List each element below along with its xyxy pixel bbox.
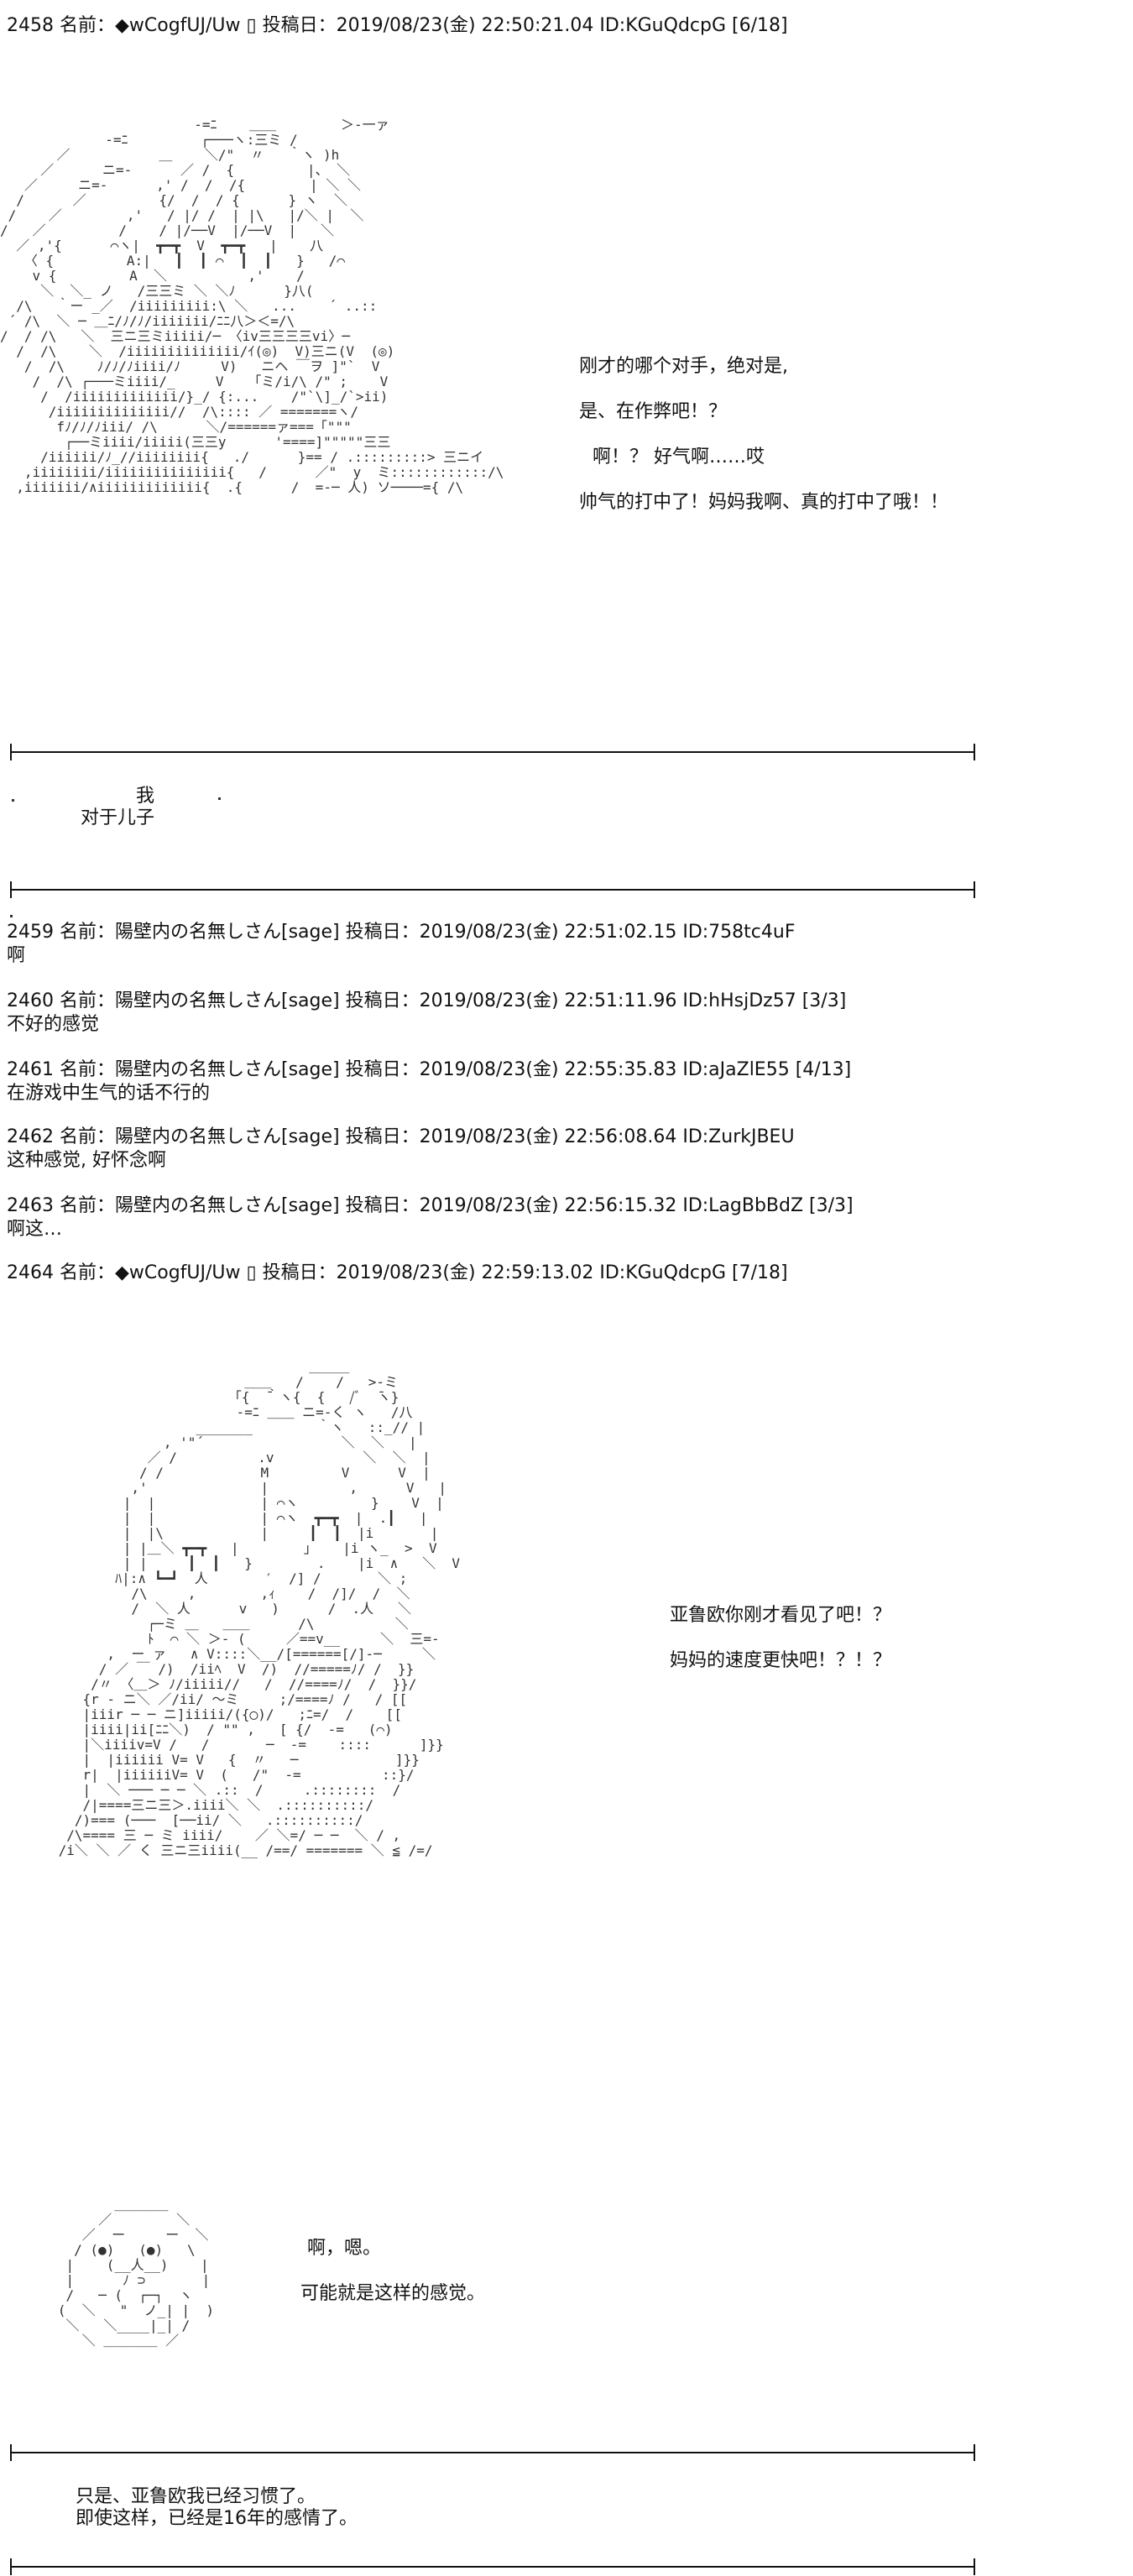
caption-line: 对于儿子 xyxy=(81,807,155,828)
ascii-art-son-face: ＿＿＿＿ ／ ＼ ／ ー ー ＼ / (●) (●) \ | (__人__) |… xyxy=(57,2197,215,2349)
post-2463-header: 2463 名前：陽壁内の名無しさん[sage] 投稿日：2019/08/23(金… xyxy=(7,1195,854,1216)
scene1-caption: 我 对于儿子 xyxy=(81,786,154,829)
scene1-dialog: 刚才的哪个对手，绝对是, 是、在作弊吧！？ 啊！？ 好气啊……哎 帅气的打中了！… xyxy=(579,356,948,537)
post-2461-body: 在游戏中生气的话不行的 xyxy=(7,1083,211,1104)
dot xyxy=(10,915,13,917)
closing-line: 只是、亚鲁欧我已经习惯了。 xyxy=(76,2486,316,2507)
scene3-dialog: 啊，嗯。 可能就是这样的感觉。 xyxy=(300,2238,485,2328)
post-2461-header: 2461 名前：陽壁内の名無しさん[sage] 投稿日：2019/08/23(金… xyxy=(7,1059,852,1080)
dot xyxy=(12,799,14,802)
dialog-line: 可能就是这样的感觉。 xyxy=(300,2283,486,2304)
post-2458-header: 2458 名前：◆wCogfUJ/Uw ▯ 投稿日：2019/08/23(金) … xyxy=(7,15,788,36)
post-2462-header: 2462 名前：陽壁内の名無しさん[sage] 投稿日：2019/08/23(金… xyxy=(7,1126,795,1147)
post-2463-body: 啊这… xyxy=(7,1219,63,1240)
dialog-line: 帅气的打中了！妈妈我啊、真的打中了哦！！ xyxy=(579,492,949,513)
post-2462-body: 这种感觉, 好怀念啊 xyxy=(7,1150,166,1171)
section-divider xyxy=(10,744,975,760)
ascii-art-mother-asking: ＿＿＿ ＿＿ / / >‐ミ 「{ ̄｀ヽ{ { /ﾞ ̄ヽ} -=ﾆ ＿＿ ニ… xyxy=(58,1360,461,1858)
dialog-line: 刚才的哪个对手，绝对是, xyxy=(579,356,788,377)
dialog-line: 是、在作弊吧！？ xyxy=(579,401,728,422)
closing-text: 只是、亚鲁欧我已经习惯了。 即使这样，已经是16年的感情了。 xyxy=(76,2486,358,2530)
section-divider xyxy=(10,2558,975,2575)
post-2464-header: 2464 名前：◆wCogfUJ/Uw ▯ 投稿日：2019/08/23(金) … xyxy=(7,1262,788,1283)
section-divider xyxy=(10,2444,975,2461)
scene2-dialog: 亚鲁欧你刚才看见了吧！？ 妈妈的速度更快吧！？！？ xyxy=(670,1605,891,1696)
caption-line: 我 xyxy=(136,786,155,807)
closing-line: 即使这样，已经是16年的感情了。 xyxy=(76,2508,358,2529)
post-2460-body: 不好的感觉 xyxy=(7,1014,100,1035)
dialog-line: 啊！？ 好气啊……哎 xyxy=(593,447,765,468)
post-2459-body: 啊 xyxy=(7,945,26,966)
post-2460-header: 2460 名前：陽壁内の名無しさん[sage] 投稿日：2019/08/23(金… xyxy=(7,990,847,1011)
dialog-line: 亚鲁欧你刚才看见了吧！？ xyxy=(670,1605,892,1626)
section-divider xyxy=(10,881,975,898)
ascii-art-mother-shouting: -=ﾆ ＿＿ ＞‐一ァ -=ﾆ ┌───ヽ:三ミ / ／ ＿ ＼/" 〃 ｀ヽ … xyxy=(0,118,504,495)
post-2459-header: 2459 名前：陽壁内の名無しさん[sage] 投稿日：2019/08/23(金… xyxy=(7,922,796,943)
dialog-line: 啊，嗯。 xyxy=(307,2238,382,2259)
dot xyxy=(218,797,221,800)
dialog-line: 妈妈的速度更快吧！？！？ xyxy=(670,1650,892,1671)
